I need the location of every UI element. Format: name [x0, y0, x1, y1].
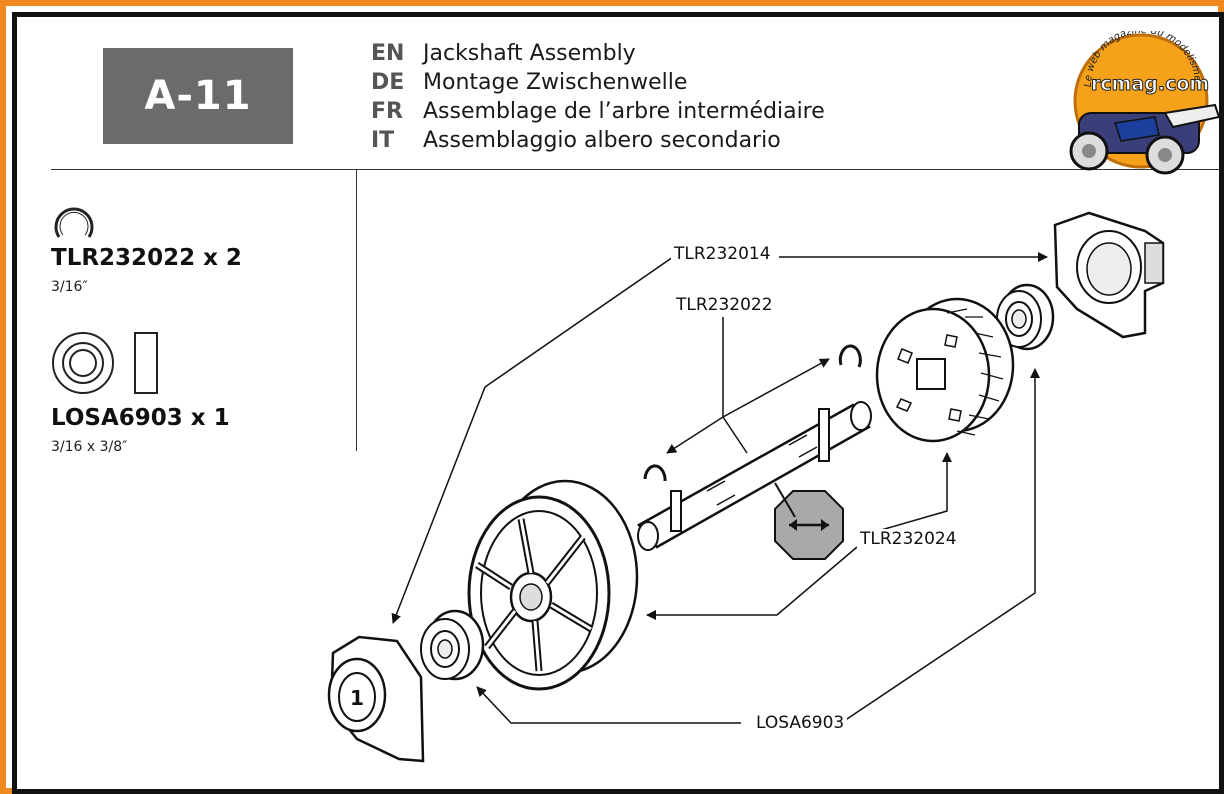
lang-title: Montage Zwischenwelle: [423, 70, 688, 95]
title-fr: FR Assemblage de l’arbre intermédiaire: [371, 99, 825, 127]
part-number-bearing: LOSA6903 x 1: [51, 405, 230, 431]
small-pulley: [875, 297, 1015, 443]
parts-divider: [356, 169, 357, 451]
e-clip-right: [838, 344, 862, 368]
logo-text: rcmag.com: [1090, 73, 1210, 96]
lang-code: FR: [371, 99, 403, 124]
title-it: IT Assemblaggio albero secondario: [371, 128, 781, 156]
right-bearing: [996, 283, 1055, 351]
part-size-bearing: 3/16 x 3/8″: [51, 439, 128, 455]
e-clip-icon: [54, 207, 94, 238]
part-size-eclip: 3/16″: [51, 279, 88, 295]
step-number: A-11: [144, 73, 252, 119]
title-de: DE Montage Zwischenwelle: [371, 70, 687, 98]
lang-title: Jackshaft Assembly: [423, 41, 636, 66]
callout-tlr232024: TLR232024: [857, 529, 960, 549]
right-bearing-housing: [1053, 211, 1165, 339]
svg-text:1: 1: [350, 686, 364, 710]
jackshaft: [637, 401, 872, 551]
lang-title: Assemblaggio albero secondario: [423, 128, 781, 153]
rcmag-logo: Le web magazine du modelisme: [1069, 31, 1219, 175]
jackshaft-exploded-diagram: 1: [327, 211, 1165, 763]
callout-tlr232014: TLR232014: [671, 244, 774, 264]
lang-code: DE: [371, 70, 405, 95]
bearing-icon: [52, 332, 158, 394]
header-divider: [51, 169, 1219, 170]
lang-code: EN: [371, 41, 405, 66]
callout-tlr232022: TLR232022: [673, 295, 776, 315]
hex-orientation-icon: [774, 482, 844, 560]
e-clip-left: [643, 464, 667, 482]
callout-losa6903: LOSA6903: [753, 713, 848, 733]
part-number-eclip: TLR232022 x 2: [51, 245, 242, 271]
manual-page: A-11 EN Jackshaft Assembly DE Montage Zwis…: [12, 12, 1224, 794]
title-en: EN Jackshaft Assembly: [371, 41, 636, 69]
step-number-badge: A-11: [103, 48, 293, 144]
left-bearing-housing: 1: [327, 635, 425, 763]
lang-code: IT: [371, 128, 395, 153]
left-bearing: [420, 609, 485, 681]
lang-title: Assemblage de l’arbre intermédiaire: [423, 99, 825, 124]
large-pulley: [467, 479, 639, 691]
leader-lines: [391, 252, 1048, 724]
